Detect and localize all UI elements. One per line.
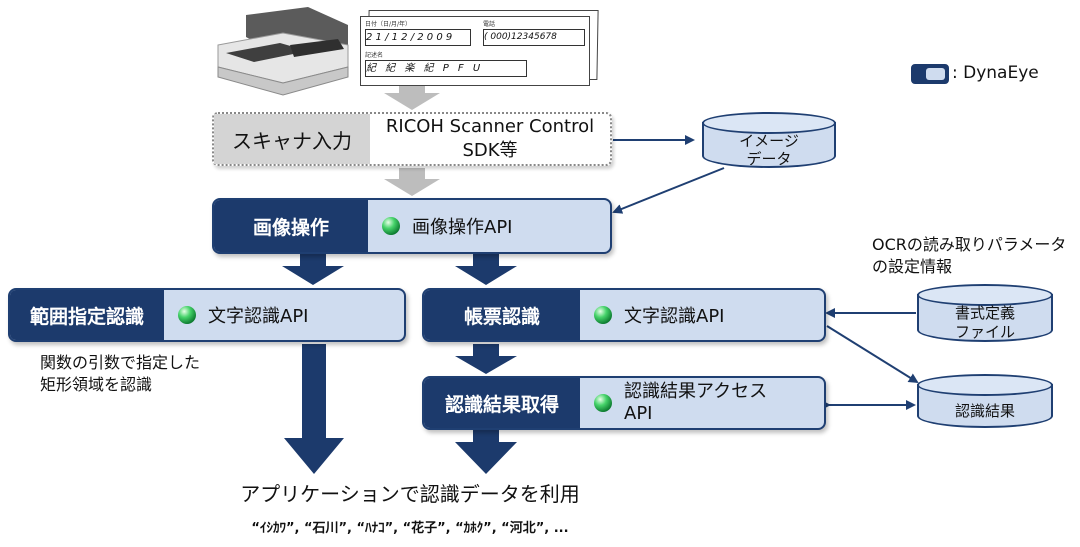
arrow-form-to-result-db <box>826 325 919 384</box>
range-recog-label: 範囲指定認識 <box>10 290 164 340</box>
example-result-text: “ｲｼｶﾜ”, “石川”, “ﾊﾅｺ”, “花子”, “ｶﾎｸ”, “河北”, … <box>251 520 569 536</box>
scanner-input-group: スキャナ入力 RICOH Scanner Control SDK等 <box>212 112 612 166</box>
image-data-db-label: イメージ データ <box>739 132 799 168</box>
range-recog-api-label: 文字認識API <box>208 306 309 327</box>
blue-arrow-image-ops-to-form <box>455 254 517 285</box>
form-recog-api: 文字認識API <box>580 290 824 340</box>
grey-arrow-scan-in <box>384 82 440 110</box>
ocr-parameter-note: OCRの読み取りパラメータ の設定情報 <box>872 235 1067 276</box>
range-recog-api: 文字認識API <box>164 290 404 340</box>
form-recog-label: 帳票認識 <box>424 290 580 340</box>
scanner-sdk-label: RICOH Scanner Control SDK等 <box>385 116 595 161</box>
def-file-db-label: 書式定義 ファイル <box>954 304 1015 341</box>
def-file-db-top <box>917 284 1053 306</box>
blue-arrow-range-to-app <box>284 344 344 474</box>
form-phone-label: 電話 <box>483 21 496 28</box>
arrow-image-data-to-image-ops <box>612 167 725 214</box>
api-gem-icon <box>382 217 400 235</box>
range-note: 関数の引数で指定した 矩形領域を認識 <box>40 353 201 394</box>
result-db-top <box>917 374 1053 396</box>
range-recog-module: 範囲指定認識 文字認識API <box>8 288 406 342</box>
image-ops-module: 画像操作 画像操作API <box>212 198 612 254</box>
scanner-illustration-icon <box>217 7 349 96</box>
form-date-value: 2 1 / 1 2 / 2 0 0 9 <box>365 29 471 46</box>
result-get-module: 認識結果取得 認識結果アクセス API <box>422 376 826 430</box>
result-get-api: 認識結果アクセス API <box>580 378 824 428</box>
grey-arrow-to-image-ops <box>384 168 440 196</box>
blue-arrow-image-ops-to-range <box>282 254 344 285</box>
form-recog-api-label: 文字認識API <box>624 306 725 327</box>
image-ops-api: 画像操作API <box>368 200 610 252</box>
image-data-db-top <box>702 112 836 134</box>
result-db-label: 認識結果 <box>954 402 1015 420</box>
image-ops-label: 画像操作 <box>214 200 368 252</box>
blue-arrow-form-to-result <box>455 344 517 374</box>
api-gem-icon <box>178 306 196 324</box>
image-ops-api-label: 画像操作API <box>412 217 513 238</box>
application-usage-text: アプリケーションで認識データを利用 <box>240 481 580 506</box>
form-date-label: 日付（日/月/年） <box>365 21 412 28</box>
scanner-input-label: スキャナ入力 <box>214 114 370 164</box>
legend-label: : DynaEye <box>952 63 1039 83</box>
form-recog-module: 帳票認識 文字認識API <box>422 288 826 342</box>
result-get-api-label: 認識結果アクセス API <box>624 381 768 424</box>
result-get-label: 認識結果取得 <box>424 378 580 428</box>
dynaeye-legend-icon <box>911 64 949 84</box>
api-gem-icon <box>594 394 612 412</box>
form-phone-value: ( 000)12345678 <box>483 29 585 46</box>
form-name-value: 紀 紀 楽 紀 P F U <box>365 60 527 77</box>
api-gem-icon <box>594 306 612 324</box>
blue-arrow-result-to-app <box>455 430 517 474</box>
paper-form-front: 日付（日/月/年） 2 1 / 1 2 / 2 0 0 9 電話 ( 000)1… <box>360 16 590 86</box>
form-name-label: 記述名 <box>365 52 384 59</box>
